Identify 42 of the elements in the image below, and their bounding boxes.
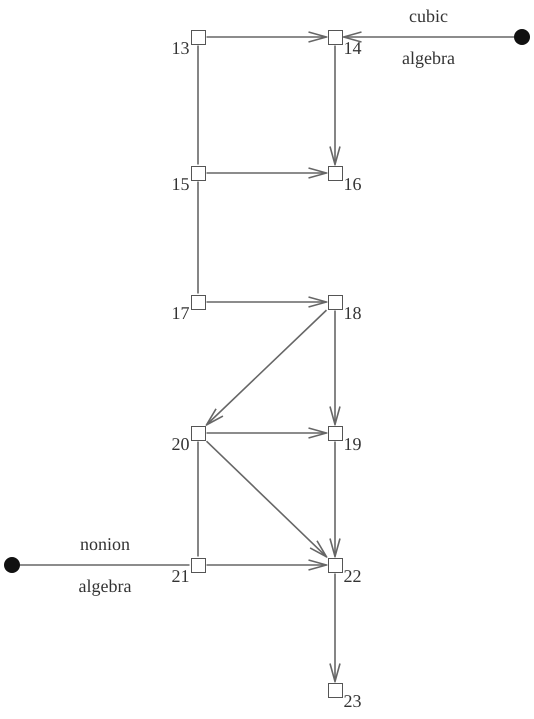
edge-label: nonion algebra — [78, 533, 132, 598]
arrow — [206, 310, 328, 426]
node-square — [328, 294, 342, 310]
node-number: 17 — [172, 304, 190, 322]
node-number: 20 — [172, 435, 190, 453]
arrow — [206, 31, 328, 43]
node-square — [328, 426, 342, 440]
node-number: 18 — [344, 304, 362, 322]
connector-line — [197, 442, 199, 556]
node-square — [328, 166, 342, 180]
terminal-dot — [4, 557, 20, 573]
terminal-dot — [514, 29, 530, 45]
node-square — [190, 294, 206, 310]
connector-line — [197, 182, 199, 294]
arrow — [329, 574, 341, 682]
node-square — [190, 426, 206, 440]
arrow — [329, 442, 341, 558]
arrow — [206, 296, 328, 308]
node-number: 21 — [172, 567, 190, 585]
arrow — [206, 427, 328, 439]
node-number: 19 — [344, 435, 362, 453]
node-number: 22 — [344, 567, 362, 585]
arrow — [206, 167, 328, 179]
node-square — [328, 30, 342, 44]
node-number: 15 — [172, 175, 190, 193]
node-number: 14 — [344, 39, 362, 57]
node-number: 13 — [172, 39, 190, 57]
connector-line — [197, 46, 199, 164]
node-square — [190, 30, 206, 44]
arrow — [206, 440, 328, 558]
arrow — [329, 46, 341, 166]
connector-line — [20, 564, 190, 566]
arrow — [329, 310, 341, 426]
arrow — [206, 559, 328, 571]
node-square — [328, 682, 342, 698]
node-square — [190, 166, 206, 180]
node-square — [328, 558, 342, 572]
edge-label: cubic algebra — [401, 5, 456, 70]
node-number: 16 — [344, 175, 362, 193]
node-square — [190, 558, 206, 572]
node-number: 23 — [344, 692, 362, 710]
arrow — [342, 31, 514, 43]
